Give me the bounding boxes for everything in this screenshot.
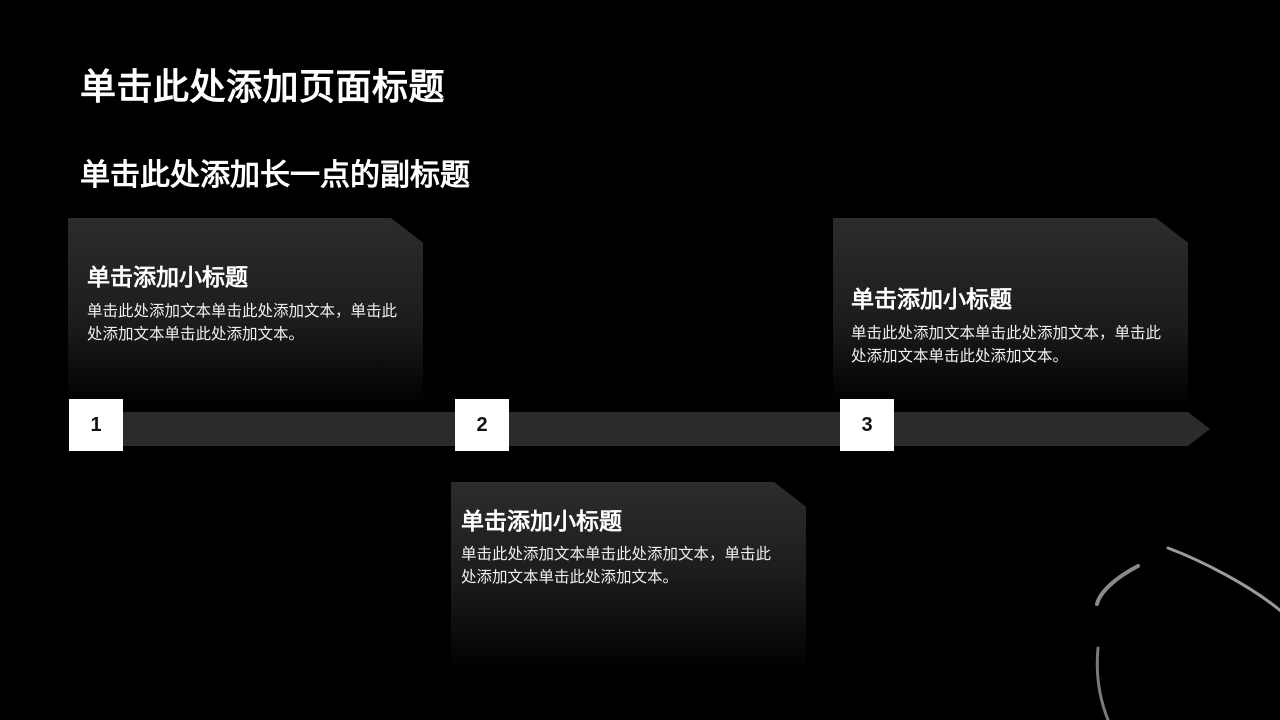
timeline-card-3[interactable]: 单击添加小标题 单击此处添加文本单击此处添加文本，单击此处添加文本单击此处添加文… xyxy=(833,218,1188,408)
page-subtitle[interactable]: 单击此处添加长一点的副标题 xyxy=(80,158,470,193)
timeline-card-1[interactable]: 单击添加小标题 单击此处添加文本单击此处添加文本，单击此处添加文本单击此处添加文… xyxy=(68,218,423,408)
card-title: 单击添加小标题 xyxy=(461,509,622,535)
step-marker-2[interactable]: 2 xyxy=(455,399,509,451)
card-title: 单击添加小标题 xyxy=(87,265,248,291)
step-marker-3[interactable]: 3 xyxy=(840,399,894,451)
card-body: 单击此处添加文本单击此处添加文本，单击此处添加文本单击此处添加文本。 xyxy=(461,545,772,586)
card-body: 单击此处添加文本单击此处添加文本，单击此处添加文本单击此处添加文本。 xyxy=(87,302,398,343)
timeline-card-2[interactable]: 单击添加小标题 单击此处添加文本单击此处添加文本，单击此处添加文本单击此处添加文… xyxy=(451,482,806,672)
step-marker-1[interactable]: 1 xyxy=(69,399,123,451)
card-title: 单击添加小标题 xyxy=(851,287,1012,313)
page-title[interactable]: 单击此处添加页面标题 xyxy=(80,67,446,108)
card-body: 单击此处添加文本单击此处添加文本，单击此处添加文本单击此处添加文本。 xyxy=(851,324,1162,365)
